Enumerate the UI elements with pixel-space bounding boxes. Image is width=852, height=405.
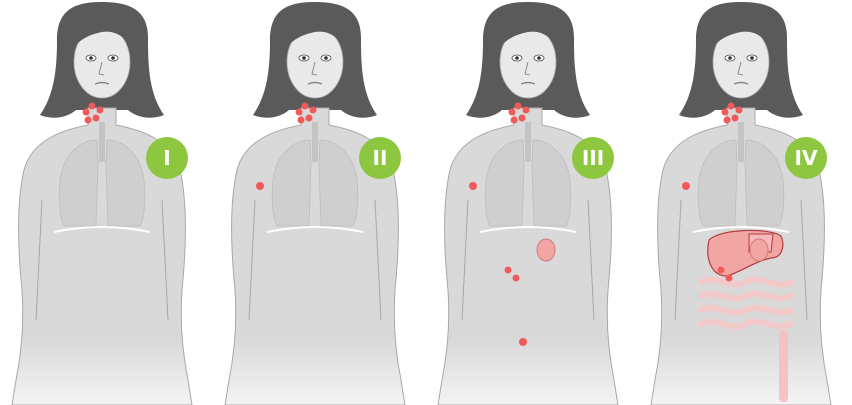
neck-node-5 bbox=[523, 107, 530, 114]
abdominal-node-2 bbox=[726, 275, 733, 282]
neck-node-1 bbox=[722, 109, 729, 116]
neck-node-1 bbox=[83, 109, 90, 116]
left-pupil bbox=[515, 56, 519, 60]
trachea bbox=[738, 122, 744, 162]
neck-node-2 bbox=[728, 103, 735, 110]
stage-badge-label: III bbox=[582, 146, 604, 170]
left-pupil bbox=[89, 56, 93, 60]
spleen bbox=[750, 239, 768, 261]
left-pupil bbox=[302, 56, 306, 60]
right-pupil bbox=[750, 56, 754, 60]
neck-node-1 bbox=[296, 109, 303, 116]
neck-node-3 bbox=[306, 115, 313, 122]
neck-node-4 bbox=[298, 117, 305, 124]
trachea bbox=[99, 122, 105, 162]
neck-node-4 bbox=[85, 117, 92, 124]
neck-node-2 bbox=[302, 103, 309, 110]
pelvic-node bbox=[519, 338, 527, 346]
figure-stage-1: I bbox=[12, 2, 192, 405]
axilla-node bbox=[256, 182, 264, 190]
right-pupil bbox=[111, 56, 115, 60]
spleen bbox=[537, 239, 555, 261]
stage-badge-label: II bbox=[373, 146, 388, 170]
femur-bone bbox=[779, 330, 788, 402]
stage-badge-label: IV bbox=[795, 146, 818, 170]
neck-node-4 bbox=[724, 117, 731, 124]
neck-node-3 bbox=[519, 115, 526, 122]
trachea bbox=[312, 122, 318, 162]
axilla-node bbox=[469, 182, 477, 190]
abdominal-node-2 bbox=[513, 275, 520, 282]
figure-stage-2: II bbox=[225, 2, 405, 405]
neck-node-2 bbox=[515, 103, 522, 110]
neck-node-3 bbox=[732, 115, 739, 122]
neck-node-5 bbox=[736, 107, 743, 114]
neck-node-4 bbox=[511, 117, 518, 124]
stage-badge-label: I bbox=[163, 146, 170, 170]
axilla-node bbox=[682, 182, 690, 190]
abdominal-node-1 bbox=[718, 267, 725, 274]
figure-stage-3: III bbox=[438, 2, 618, 405]
neck-node-2 bbox=[89, 103, 96, 110]
neck-node-5 bbox=[97, 107, 104, 114]
abdominal-node-1 bbox=[505, 267, 512, 274]
trachea bbox=[525, 122, 531, 162]
neck-node-1 bbox=[509, 109, 516, 116]
right-pupil bbox=[537, 56, 541, 60]
neck-node-3 bbox=[93, 115, 100, 122]
left-pupil bbox=[728, 56, 732, 60]
neck-node-5 bbox=[310, 107, 317, 114]
figure-stage-4: IV bbox=[651, 2, 831, 405]
right-pupil bbox=[324, 56, 328, 60]
